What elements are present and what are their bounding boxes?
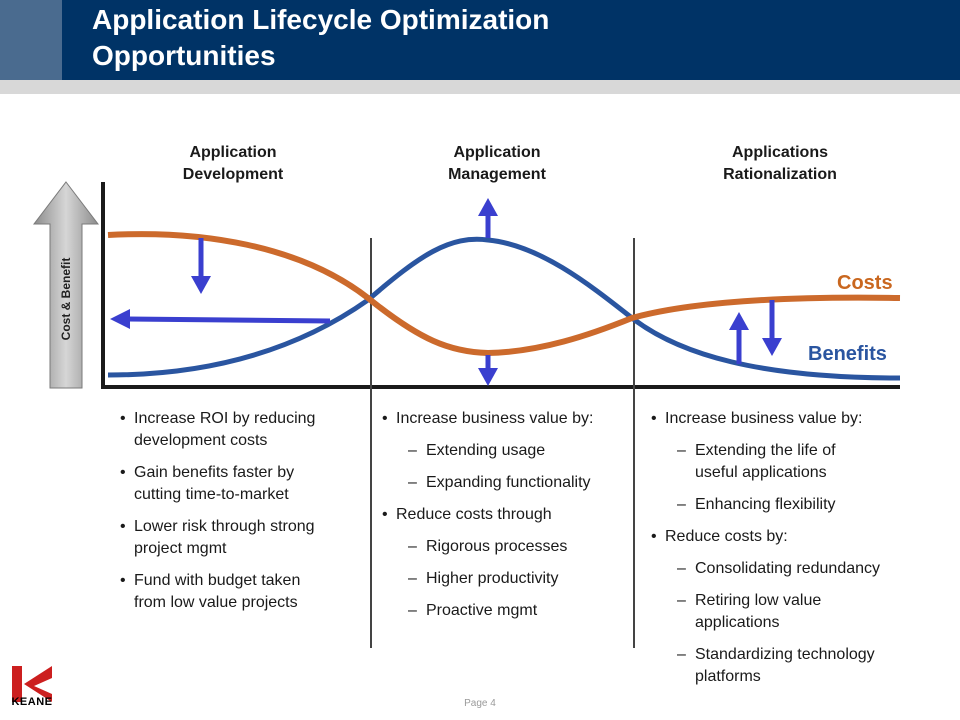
cost-benefit-arrow (32, 181, 100, 389)
header-bar (0, 0, 960, 80)
y-axis-label-text: Cost & Benefit (59, 257, 73, 341)
heading-line: Applications (731, 144, 828, 161)
header-underline (0, 80, 960, 94)
costs-curve (107, 231, 901, 357)
heading-line: Development (182, 166, 284, 183)
arrow-down-management (478, 355, 498, 386)
title-line-1: Application Lifecycle Optimization (92, 4, 550, 35)
column-heading-development: Application Development (133, 142, 333, 186)
arrow-down-development (191, 238, 211, 294)
page-number: Page 4 (464, 698, 496, 709)
heading-line: Management (448, 166, 546, 183)
column-heading-rationalization: Applications Rationalization (680, 142, 880, 186)
sub-list-item: Higher productivity (382, 568, 632, 590)
list-item: Reduce costs through (382, 504, 632, 526)
heading-line: Application (453, 144, 541, 161)
heading-line: Rationalization (723, 166, 837, 183)
header-accent (0, 0, 62, 80)
arrow-left-development (110, 309, 331, 329)
keane-logo-icon (12, 666, 52, 702)
arrow-up-rationalization (729, 312, 749, 364)
list-item: Reduce costs by: (651, 526, 921, 548)
benefits-curve (107, 236, 901, 381)
sub-list-item: Proactive mgmt (382, 600, 632, 622)
sub-list-item: Consolidating redundancy (651, 558, 921, 580)
sub-list-item: Enhancing flexibility (651, 494, 921, 516)
list-item: Increase business value by: (651, 408, 921, 430)
sub-list-item: Extending usage (382, 440, 632, 462)
page-title: Application Lifecycle Optimization Oppor… (92, 2, 932, 74)
sub-list-item: Rigorous processes (382, 536, 632, 558)
logo-wordmark: KEANE (11, 696, 53, 708)
rationalization-bullets: Increase business value by: Extending th… (651, 408, 921, 688)
arrow-down-rationalization (762, 300, 782, 356)
arrow-up-management (478, 198, 498, 238)
benefits-label: Benefits (808, 343, 887, 365)
heading-line: Application (189, 144, 277, 161)
list-item: Increase business value by: (382, 408, 632, 430)
column-heading-management: Application Management (397, 142, 597, 186)
management-bullets: Increase business value by: Extending us… (382, 408, 632, 622)
title-line-2: Opportunities (92, 40, 276, 71)
costs-label: Costs (837, 272, 893, 294)
sub-list-item: Expanding functionality (382, 472, 632, 494)
